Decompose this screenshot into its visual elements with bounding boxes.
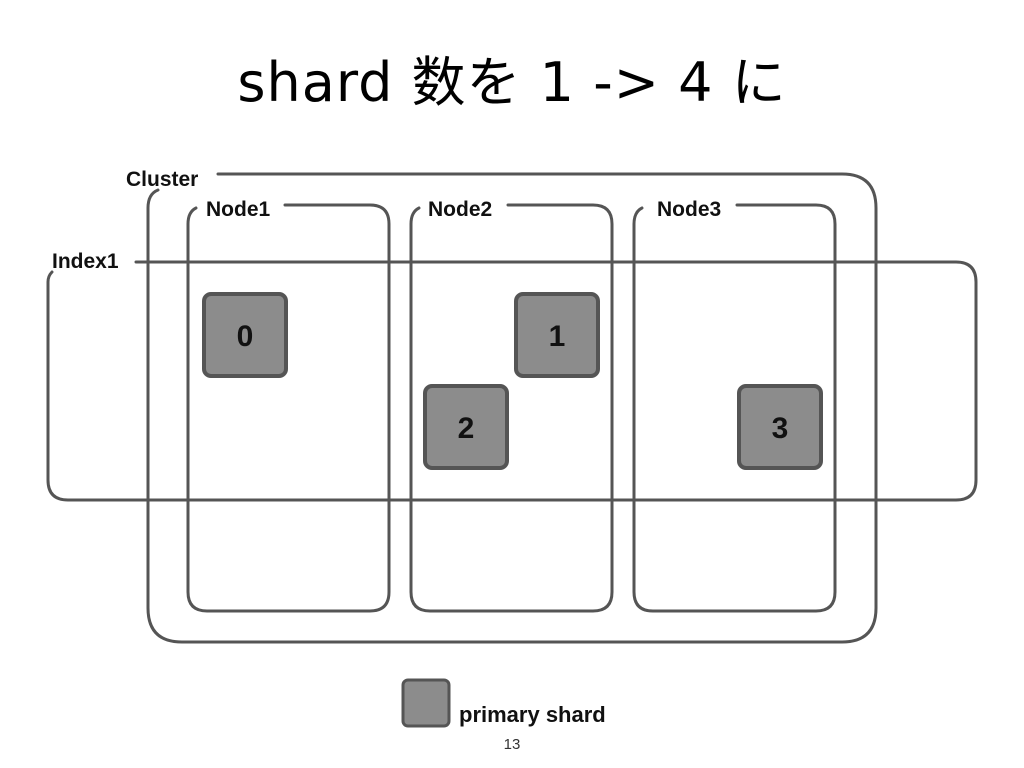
shard-2: 2: [423, 384, 509, 470]
page-number: 13: [503, 736, 521, 753]
node2-label: Node2: [428, 198, 492, 221]
shard-3-label: 3: [772, 412, 789, 445]
shard-0-label: 0: [237, 320, 254, 353]
shard-2-label: 2: [458, 412, 475, 445]
legend: primary shard: [401, 678, 606, 728]
cluster-label: Cluster: [126, 168, 198, 191]
node3-label: Node3: [657, 198, 721, 221]
page-title: shard 数を 1 -> 4 に: [237, 51, 787, 114]
shard-1: 1: [514, 292, 600, 378]
cluster-frame: [146, 172, 878, 644]
shard-3: 3: [737, 384, 823, 470]
shard-1-label: 1: [549, 320, 566, 353]
node3-frame: [632, 203, 837, 613]
node1-label: Node1: [206, 198, 271, 221]
node2-frame: [409, 203, 614, 613]
legend-swatch: [401, 678, 451, 728]
index-label: Index1: [52, 250, 119, 273]
node1-frame: [186, 203, 391, 613]
legend-label: primary shard: [459, 702, 606, 727]
shard-0: 0: [202, 292, 288, 378]
index-frame: [46, 260, 978, 502]
